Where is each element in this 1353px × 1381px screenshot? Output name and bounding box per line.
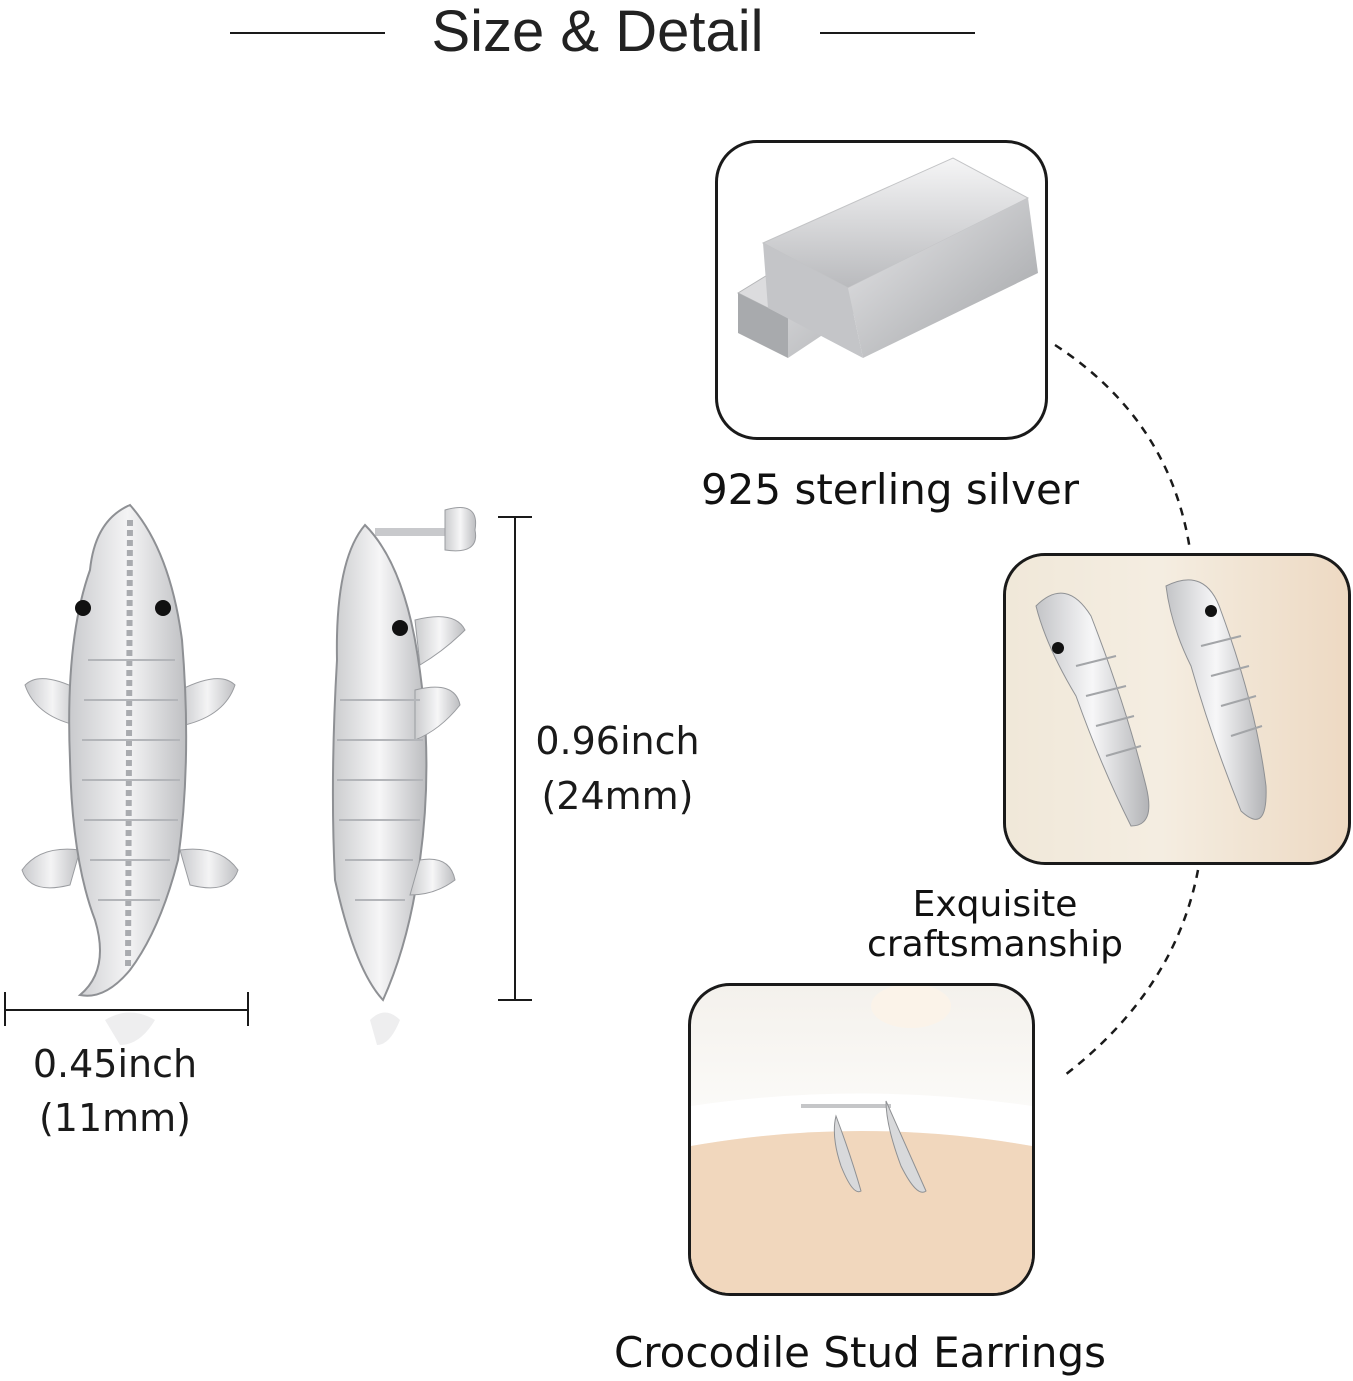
stud-earrings-label: Crocodile Stud Earrings	[613, 1328, 1106, 1377]
silver-bars-image	[736, 157, 1038, 358]
silver-bars-frame	[715, 140, 1048, 440]
craftsmanship-frame	[1003, 553, 1351, 865]
craftsmanship-label-line1: Exquisite	[912, 884, 1078, 925]
width-mm-label: (11mm)	[38, 1096, 192, 1140]
crocodile-earring-front-image	[21, 503, 239, 1045]
sterling-silver-label: 925 sterling silver	[700, 465, 1080, 514]
crocodile-earring-side-image	[331, 507, 477, 1045]
width-dimension-line	[4, 992, 249, 1026]
craftsmanship-label-line2: craftsmanship	[867, 924, 1123, 965]
height-dimension-line	[498, 516, 532, 1001]
height-mm-label: (24mm)	[541, 774, 694, 818]
craftsmanship-image	[1006, 556, 1348, 862]
width-inch-label: 0.45inch	[32, 1042, 198, 1086]
stud-earrings-image	[691, 986, 1032, 1293]
stud-earrings-frame	[688, 983, 1035, 1296]
height-inch-label: 0.96inch	[535, 719, 700, 763]
title-right-rule	[820, 32, 975, 34]
dashed-connector	[1054, 343, 1200, 1076]
title-left-rule	[230, 32, 385, 34]
page-title: Size & Detail	[431, 0, 764, 64]
